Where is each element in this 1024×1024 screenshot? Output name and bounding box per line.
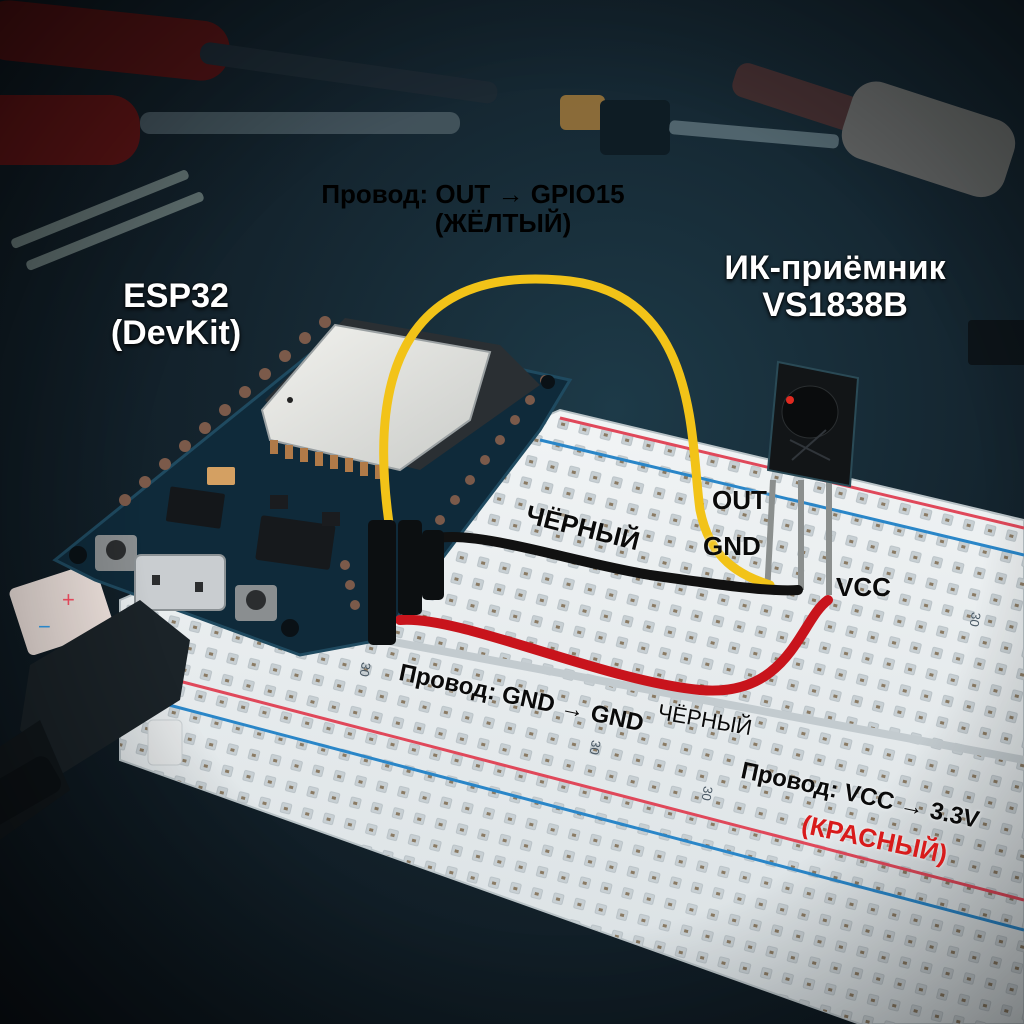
sensor-name: ИК-приёмник bbox=[724, 249, 946, 287]
pin-label-gnd: GND bbox=[703, 531, 761, 561]
row-number: 30 bbox=[356, 661, 374, 678]
wire-out-color: (ЖЁЛТЫЙ) bbox=[434, 207, 572, 238]
board-variant: (DevKit) bbox=[110, 314, 242, 353]
pin-label-out: OUT bbox=[712, 485, 767, 515]
sensor-model: VS1838B bbox=[762, 286, 908, 325]
rail-plus-marking: + bbox=[62, 587, 75, 612]
rail-minus-marking: − bbox=[38, 614, 51, 639]
row-number: 30 bbox=[698, 785, 716, 802]
wire-out-label: Провод: OUT → GPIO15 bbox=[321, 179, 625, 209]
ir-receiver-label: ИК-приёмник VS1838B bbox=[690, 249, 980, 325]
pin-label-vcc: VCC bbox=[836, 572, 891, 602]
row-number: 30 bbox=[586, 739, 604, 756]
wire-out-annotation: Провод: OUT → GPIO15 (ЖЁЛТЫЙ) bbox=[298, 180, 648, 237]
esp32-label: ESP32 (DevKit) bbox=[96, 277, 256, 353]
row-number: 30 bbox=[966, 611, 984, 628]
board-name: ESP32 bbox=[123, 277, 229, 315]
